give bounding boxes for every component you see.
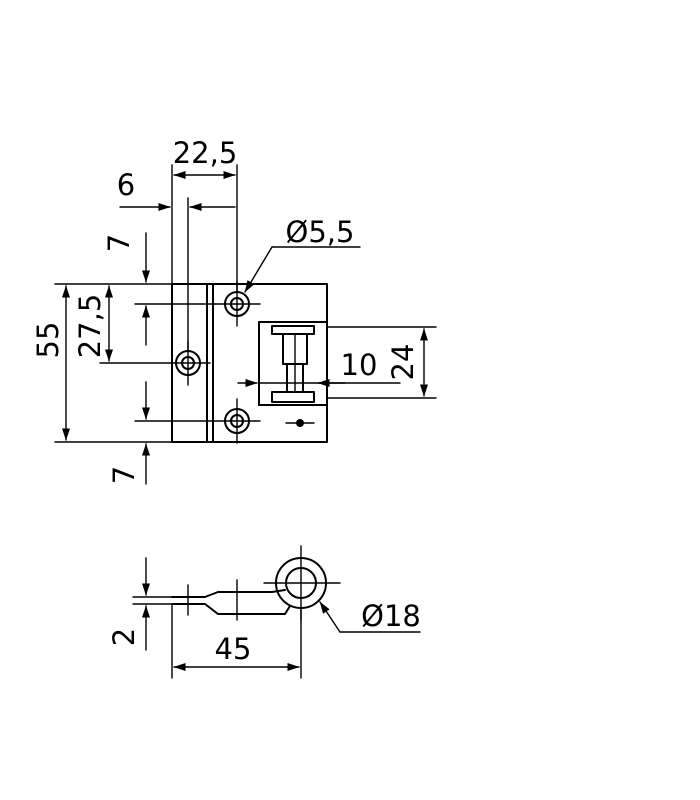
dim-10-label: 10 xyxy=(341,348,378,382)
dim-knuckle-dia-label: Ø18 xyxy=(361,599,421,633)
side-leaf-profile xyxy=(171,589,286,598)
dim-45-label: 45 xyxy=(215,632,252,666)
slot-outline xyxy=(258,321,328,406)
dim-7-top-label: 7 xyxy=(102,234,136,252)
dim-7-bottom-label: 7 xyxy=(107,466,141,484)
hinge-front-view: 22,5 6 Ø5,5 7 55 27,5 10 24 7 xyxy=(31,136,437,485)
dim-2-label: 2 xyxy=(107,628,141,646)
dim-27-5-label: 27,5 xyxy=(73,294,107,359)
dim-22-5-label: 22,5 xyxy=(173,136,238,170)
hinge-side-view: 2 45 Ø18 xyxy=(107,545,421,679)
dim-55-label: 55 xyxy=(31,322,65,359)
hinge-pin xyxy=(271,325,315,403)
dim-hole-dia-label: Ø5,5 xyxy=(286,215,355,249)
dim-24-label: 24 xyxy=(386,344,420,381)
dim-6-label: 6 xyxy=(117,168,135,202)
